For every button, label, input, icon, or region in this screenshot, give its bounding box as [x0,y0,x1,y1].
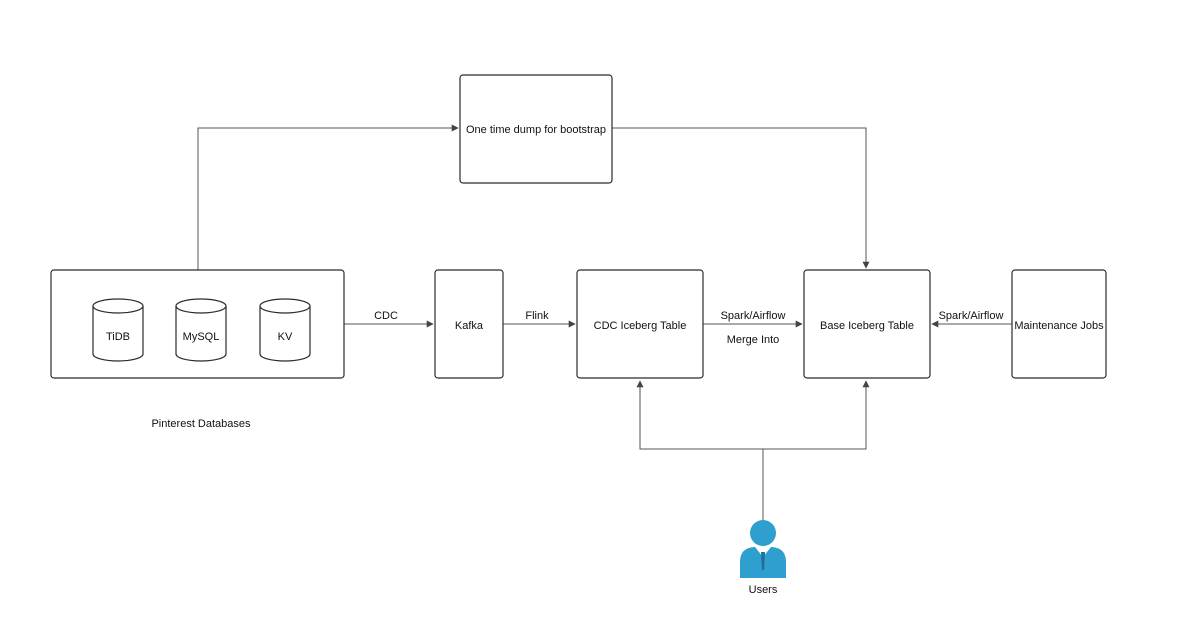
edge-label-spark-airflow: Spark/Airflow [721,310,786,322]
kafka-box[interactable] [434,269,504,379]
kv-node[interactable]: KV [259,298,311,362]
edge-label-cdc: CDC [374,310,398,322]
base-iceberg-table-box[interactable] [803,269,931,379]
kafka-label: Kafka [455,320,484,332]
cdc-iceberg-table-label: CDC Iceberg Table [594,320,687,332]
mysql-label: MySQL [183,331,220,343]
edge-label-flink: Flink [525,310,549,322]
edge-bootstrap-to-base-table [612,127,870,269]
cylinder-icon [92,298,144,362]
edge-label-spark-airflow-maintenance: Spark/Airflow [939,310,1004,322]
kv-label: KV [278,331,293,343]
users-node[interactable]: Users [740,520,786,596]
base-iceberg-table-label: Base Iceberg Table [820,320,914,332]
edge-label-merge-into: Merge Into [727,334,780,346]
edge-users-to-cdc-table [636,380,763,450]
bootstrap-label: One time dump for bootstrap [466,124,606,136]
maintenance-jobs-box[interactable] [1011,269,1107,379]
edge-databases-to-bootstrap [197,124,459,270]
bootstrap-box[interactable] [459,74,613,184]
tidb-label: TiDB [106,331,130,343]
cylinder-icon [259,298,311,362]
users-label: Users [749,584,778,596]
cylinder-icon [175,298,227,362]
edge-users-to-base-table [763,380,870,450]
tidb-node[interactable]: TiDB [92,298,144,362]
databases-group-label: Pinterest Databases [151,418,251,430]
maintenance-jobs-label: Maintenance Jobs [1014,320,1104,332]
mysql-node[interactable]: MySQL [175,298,227,362]
cdc-iceberg-table-box[interactable] [576,269,704,379]
user-person-icon [740,520,786,578]
